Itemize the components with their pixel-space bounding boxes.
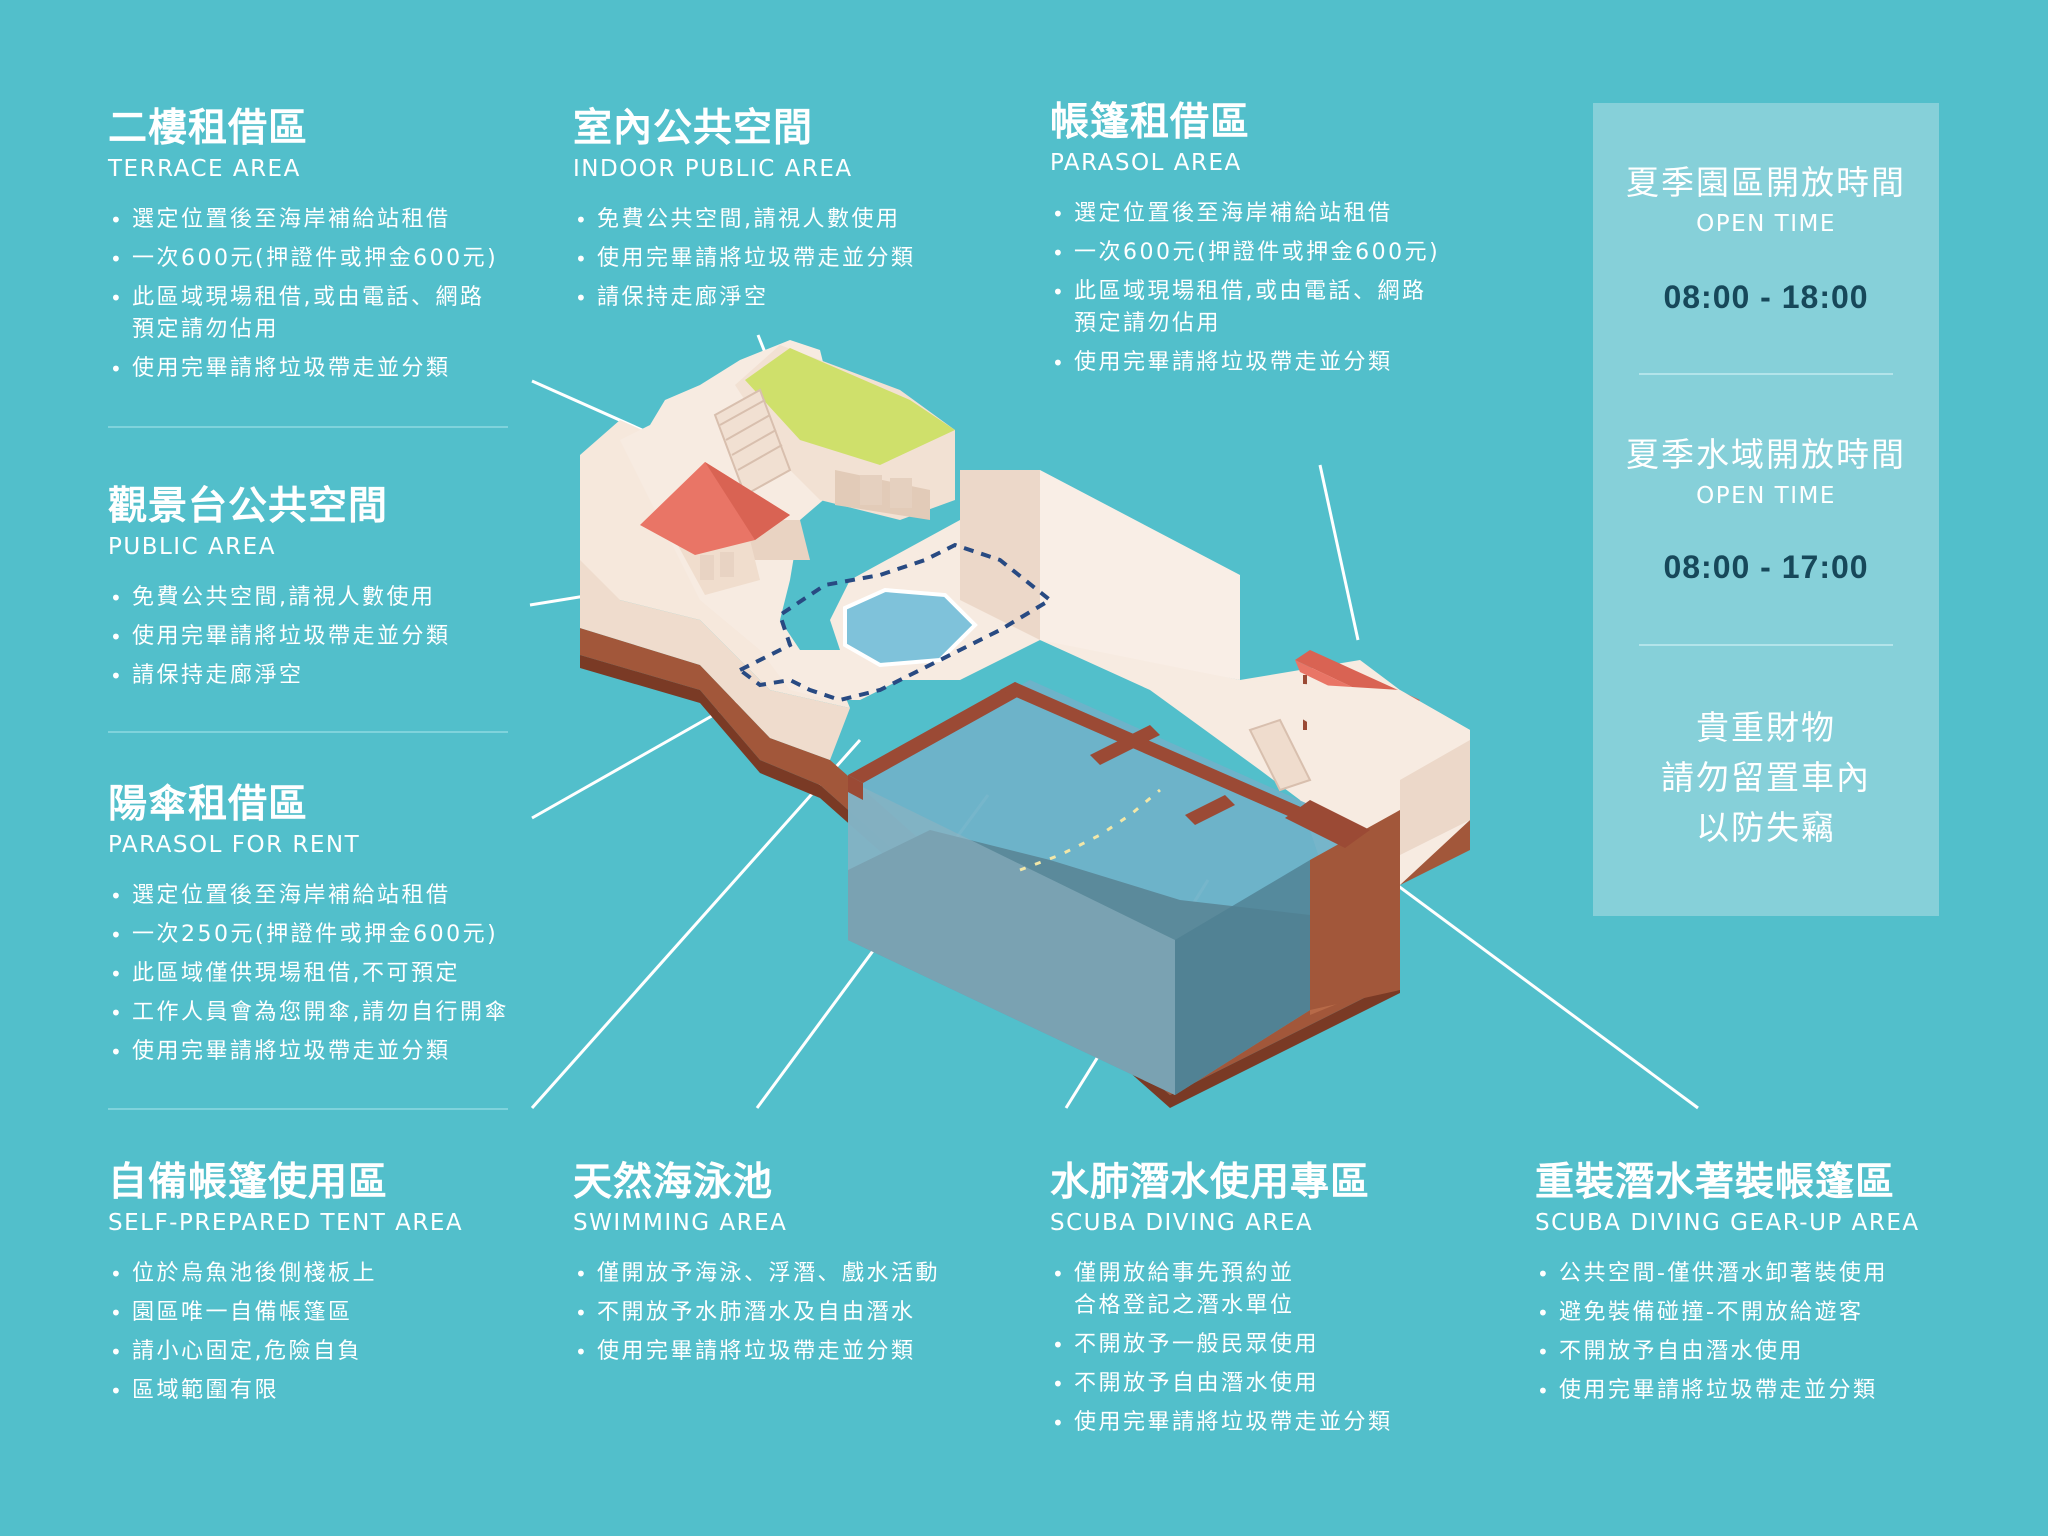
terrace-section: 二樓租借區 TERRACE AREA 選定位置後至海岸補給站租借 一次600元(… [108,106,548,392]
swimming-section: 天然海泳池 SWIMMING AREA 僅開放予海泳、浮潛、戲水活動 不開放予水… [573,1160,1013,1375]
parasol-area-section: 帳篷租借區 PARASOL AREA 選定位置後至海岸補給站租借 一次600元(… [1050,100,1510,386]
rule-list: 選定位置後至海岸補給站租借 一次250元(押證件或押金600元) 此區域僅供現場… [108,880,568,1068]
indoor-section: 室內公共空間 INDOOR PUBLIC AREA 免費公共空間,請視人數使用 … [573,106,1013,321]
section-title: 自備帳篷使用區 [108,1160,389,1205]
water-hours-subtitle: OPEN TIME [1696,483,1836,509]
divider [1639,644,1893,646]
valuables-warning: 貴重財物 請勿留置車內 以防失竊 [1661,708,1871,847]
rule-list: 免費公共空間,請視人數使用 使用完畢請將垃圾帶走並分類 請保持走廊淨空 [573,204,1013,314]
list-item: 使用完畢請將垃圾帶走並分類 [108,353,548,385]
rule-list: 公共空間-僅供潛水卸著裝使用 避免裝備碰撞-不開放給遊客 不開放予自由潛水使用 … [1535,1258,2005,1407]
section-title: 重裝潛水著裝帳篷區 [1535,1160,1896,1205]
section-subtitle: SELF-PREPARED TENT AREA [108,1210,464,1236]
sea-pool [848,680,1400,1095]
water-hours-title: 夏季水域開放時間 [1626,435,1906,474]
section-subtitle: SCUBA DIVING AREA [1050,1210,1314,1236]
list-item: 選定位置後至海岸補給站租借 [108,880,568,912]
list-item: 使用完畢請將垃圾帶走並分類 [108,1036,568,1068]
rule-list: 選定位置後至海岸補給站租借 一次600元(押證件或押金600元) 此區域現場租借… [1050,198,1510,379]
scuba-section: 水肺潛水使用專區 SCUBA DIVING AREA 僅開放給事先預約並 合格登… [1050,1160,1510,1446]
wooden-deck [848,682,1370,848]
list-item: 此區域現場租借,或由電話、網路 預定請勿佔用 [1050,276,1510,340]
right-wall [1240,680,1470,855]
list-item: 不開放予一般民眾使用 [1050,1329,1510,1361]
rule-list: 位於烏魚池後側棧板上 園區唯一自備帳篷區 請小心固定,危險自負 區域範圍有限 [108,1258,548,1407]
upper-building [735,345,955,520]
parasol-rent-section: 陽傘租借區 PARASOL FOR RENT 選定位置後至海岸補給站租借 一次2… [108,782,568,1075]
list-item: 免費公共空間,請視人數使用 [108,582,548,614]
list-item: 選定位置後至海岸補給站租借 [108,204,548,236]
list-item: 區域範圍有限 [108,1375,548,1407]
list-item: 一次250元(押證件或押金600元) [108,919,568,951]
opening-hours-panel: 夏季園區開放時間 OPEN TIME 08:00 - 18:00 夏季水域開放時… [1593,103,1939,916]
list-item: 僅開放予海泳、浮潛、戲水活動 [573,1258,1013,1290]
section-title: 帳篷租借區 [1050,100,1251,145]
water-hours-time: 08:00 - 17:00 [1663,549,1869,585]
list-item: 選定位置後至海岸補給站租借 [1050,198,1510,230]
list-item: 不開放予水肺潛水及自由潛水 [573,1297,1013,1329]
divider [108,731,508,733]
list-item: 公共空間-僅供潛水卸著裝使用 [1535,1258,2005,1290]
rule-list: 免費公共空間,請視人數使用 使用完畢請將垃圾帶走並分類 請保持走廊淨空 [108,582,548,692]
list-item: 使用完畢請將垃圾帶走並分類 [1050,1407,1510,1439]
small-pool [736,542,1054,703]
list-item: 一次600元(押證件或押金600元) [108,243,548,275]
list-item: 一次600元(押證件或押金600元) [1050,237,1510,269]
tent-section: 自備帳篷使用區 SELF-PREPARED TENT AREA 位於烏魚池後側棧… [108,1160,548,1414]
list-item: 此區域僅供現場租借,不可預定 [108,958,568,990]
section-subtitle: PARASOL FOR RENT [108,832,361,858]
section-subtitle: TERRACE AREA [108,156,301,182]
section-subtitle: SWIMMING AREA [573,1210,788,1236]
list-item: 請小心固定,危險自負 [108,1336,548,1368]
divider [1639,373,1893,375]
section-title: 二樓租借區 [108,106,309,151]
section-title: 天然海泳池 [573,1160,774,1205]
rule-list: 僅開放予海泳、浮潛、戲水活動 不開放予水肺潛水及自由潛水 使用完畢請將垃圾帶走並… [573,1258,1013,1368]
section-title: 觀景台公共空間 [108,484,389,529]
list-item: 免費公共空間,請視人數使用 [573,204,1013,236]
park-hours-title: 夏季園區開放時間 [1626,163,1906,202]
public-area-section: 觀景台公共空間 PUBLIC AREA 免費公共空間,請視人數使用 使用完畢請將… [108,484,548,699]
section-title: 水肺潛水使用專區 [1050,1160,1371,1205]
list-item: 不開放予自由潛水使用 [1535,1336,2005,1368]
park-hours-subtitle: OPEN TIME [1696,211,1836,237]
rule-list: 選定位置後至海岸補給站租借 一次600元(押證件或押金600元) 此區域現場租借… [108,204,548,385]
section-title: 陽傘租借區 [108,782,309,827]
list-item: 使用完畢請將垃圾帶走並分類 [1535,1375,2005,1407]
list-item: 位於烏魚池後側棧板上 [108,1258,548,1290]
list-item: 使用完畢請將垃圾帶走並分類 [573,243,1013,275]
stairs [713,388,1312,792]
section-subtitle: PUBLIC AREA [108,534,276,560]
list-item: 請保持走廊淨空 [573,282,1013,314]
list-item: 使用完畢請將垃圾帶走並分類 [573,1336,1013,1368]
section-subtitle: INDOOR PUBLIC AREA [573,156,853,182]
rule-list: 僅開放給事先預約並 合格登記之潛水單位 不開放予一般民眾使用 不開放予自由潛水使… [1050,1258,1510,1439]
list-item: 工作人員會為您開傘,請勿自行開傘 [108,997,568,1029]
list-item: 不開放予自由潛水使用 [1050,1368,1510,1400]
gazebo [640,462,790,595]
list-item: 僅開放給事先預約並 合格登記之潛水單位 [1050,1258,1510,1322]
section-title: 室內公共空間 [573,106,814,151]
section-subtitle: SCUBA DIVING GEAR-UP AREA [1535,1210,1920,1236]
list-item: 園區唯一自備帳篷區 [108,1297,548,1329]
list-item: 請保持走廊淨空 [108,660,548,692]
list-item: 使用完畢請將垃圾帶走並分類 [108,621,548,653]
gearup-section: 重裝潛水著裝帳篷區 SCUBA DIVING GEAR-UP AREA 公共空間… [1535,1160,2005,1414]
list-item: 此區域現場租借,或由電話、網路 預定請勿佔用 [108,282,548,346]
list-item: 避免裝備碰撞-不開放給遊客 [1535,1297,2005,1329]
divider [108,1108,508,1110]
list-item: 使用完畢請將垃圾帶走並分類 [1050,347,1510,379]
divider [108,426,508,428]
section-subtitle: PARASOL AREA [1050,150,1242,176]
park-hours-time: 08:00 - 18:00 [1663,279,1869,315]
